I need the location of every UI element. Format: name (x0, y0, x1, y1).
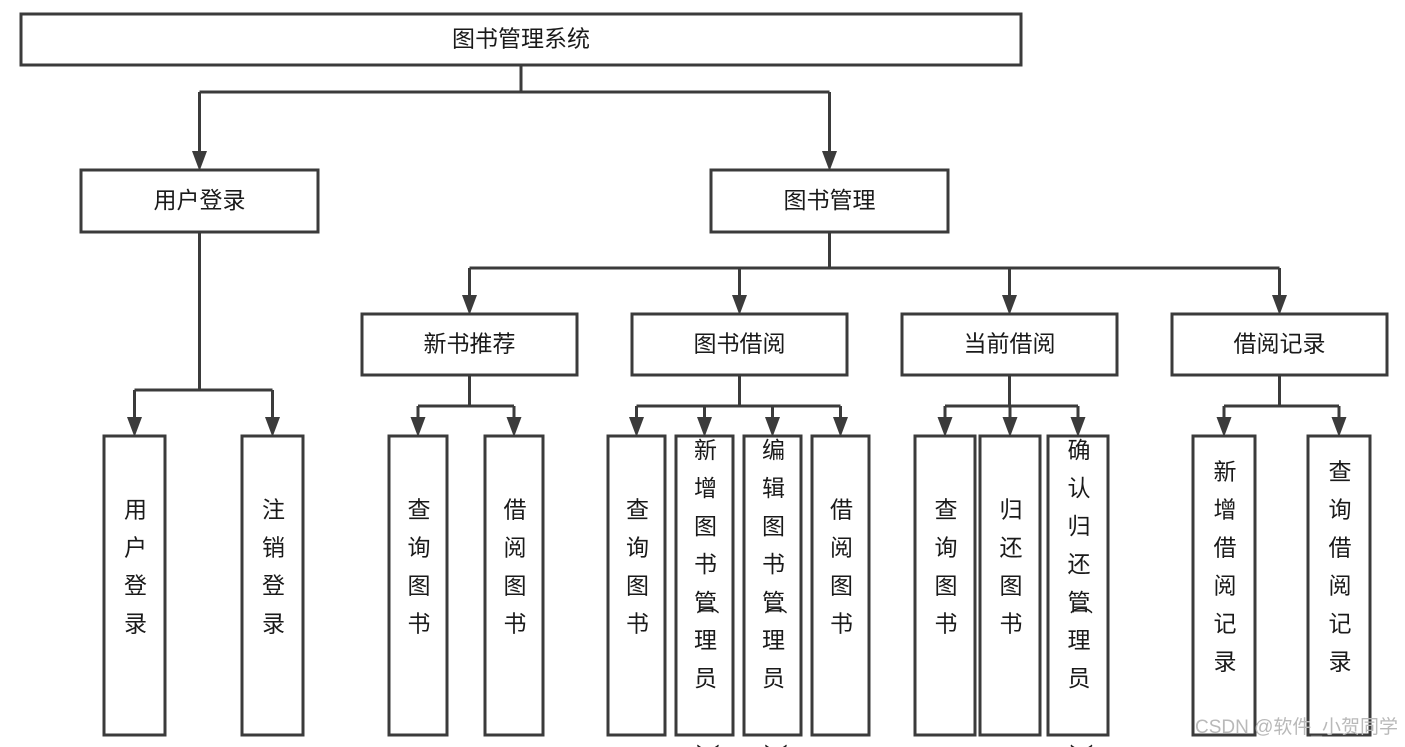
watermark-label: CSDN @软件_小贺同学 (1195, 716, 1398, 738)
node-box-leaf-query-book-b[interactable] (606, 434, 667, 737)
node-leaf-query-book-c[interactable]: 查询图书 (913, 434, 977, 737)
node-label-leaf-add-book: 新增图书管理员 (694, 437, 717, 691)
node-label-new-book-rec: 新书推荐 (424, 331, 516, 357)
node-box-root[interactable] (19, 12, 1023, 67)
connector-layer (127, 65, 1347, 437)
node-label-leaf-query-book-rec: 查询图书 (408, 497, 431, 637)
node-leaf-add-record[interactable]: 新增借阅记录 (1191, 434, 1257, 737)
node-box-leaf-return-book[interactable] (978, 434, 1042, 737)
node-book-borrow[interactable]: 图书借阅 (630, 312, 849, 377)
node-user-login[interactable]: 用户登录 (79, 168, 320, 234)
node-leaf-user-login[interactable]: 用户登录 (102, 434, 167, 737)
node-leaf-query-record[interactable]: 查询借阅记录 (1306, 434, 1372, 737)
node-box-book-borrow[interactable] (630, 312, 849, 377)
node-label-leaf-query-book-b: 查询图书 (626, 497, 649, 637)
node-label-leaf-borrow-book-b: 借阅图书 (830, 497, 853, 637)
node-root[interactable]: 图书管理系统 (19, 12, 1023, 67)
node-box-borrow-record[interactable] (1170, 312, 1389, 377)
node-box-user-login[interactable] (79, 168, 320, 234)
node-book-mgmt[interactable]: 图书管理 (709, 168, 950, 234)
node-leaf-confirm-return[interactable]: 确认归还管理员（ ） (1046, 434, 1110, 747)
node-box-leaf-query-record[interactable] (1306, 434, 1372, 737)
node-box-current-borrow[interactable] (900, 312, 1119, 377)
node-box-new-book-rec[interactable] (360, 312, 579, 377)
node-label-leaf-query-record: 查询借阅记录 (1329, 459, 1352, 675)
node-label-book-borrow: 图书借阅 (694, 331, 786, 357)
node-box-leaf-logout[interactable] (240, 434, 305, 737)
node-borrow-record[interactable]: 借阅记录 (1170, 312, 1389, 377)
node-label-leaf-confirm-return: 确认归还管理员 (1068, 437, 1091, 691)
node-box-leaf-query-book-rec[interactable] (387, 434, 449, 737)
node-label-leaf-add-record: 新增借阅记录 (1214, 459, 1237, 675)
node-box-leaf-confirm-return[interactable] (1046, 434, 1110, 737)
node-label-paren-leaf-edit-book-8: ） (762, 744, 788, 747)
node-leaf-return-book[interactable]: 归还图书 (978, 434, 1042, 737)
node-label-borrow-record: 借阅记录 (1234, 331, 1326, 357)
node-label-leaf-query-book-c: 查询图书 (935, 497, 958, 637)
node-label-leaf-return-book: 归还图书 (1000, 497, 1023, 637)
node-label-paren-leaf-edit-book-4: （ (762, 592, 788, 615)
node-label-paren-leaf-confirm-return-8: ） (1068, 744, 1094, 747)
node-new-book-rec[interactable]: 新书推荐 (360, 312, 579, 377)
node-box-leaf-add-record[interactable] (1191, 434, 1257, 737)
node-leaf-query-book-rec[interactable]: 查询图书 (387, 434, 449, 737)
node-label-leaf-user-login: 用户登录 (124, 497, 147, 637)
node-box-leaf-user-login[interactable] (102, 434, 167, 737)
node-label-root: 图书管理系统 (452, 26, 590, 52)
node-box-book-mgmt[interactable] (709, 168, 950, 234)
node-leaf-query-book-b[interactable]: 查询图书 (606, 434, 667, 737)
node-label-paren-leaf-add-book-4: （ (694, 592, 720, 615)
node-leaf-borrow-book-rec[interactable]: 借阅图书 (483, 434, 545, 737)
node-label-leaf-logout: 注销登录 (262, 497, 285, 637)
node-label-current-borrow: 当前借阅 (964, 331, 1056, 357)
node-label-book-mgmt: 图书管理 (784, 187, 876, 213)
node-label-leaf-edit-book: 编辑图书管理员 (762, 437, 785, 691)
node-leaf-borrow-book-b[interactable]: 借阅图书 (810, 434, 871, 737)
node-layer: 图书管理系统用户登录图书管理新书推荐图书借阅当前借阅借阅记录用户登录注销登录查询… (19, 12, 1389, 747)
node-label-leaf-borrow-book-rec: 借阅图书 (504, 497, 527, 637)
node-box-leaf-edit-book[interactable] (742, 434, 803, 737)
node-leaf-add-book[interactable]: 新增图书管理员（ ） (674, 434, 735, 747)
node-current-borrow[interactable]: 当前借阅 (900, 312, 1119, 377)
node-label-paren-leaf-confirm-return-4: （ (1068, 592, 1094, 615)
node-label-paren-leaf-add-book-8: ） (694, 744, 720, 747)
node-leaf-logout[interactable]: 注销登录 (240, 434, 305, 737)
node-box-leaf-borrow-book-b[interactable] (810, 434, 871, 737)
node-label-user-login: 用户登录 (154, 187, 246, 213)
node-box-leaf-query-book-c[interactable] (913, 434, 977, 737)
node-box-leaf-add-book[interactable] (674, 434, 735, 737)
node-leaf-edit-book[interactable]: 编辑图书管理员（ ） (742, 434, 803, 747)
node-box-leaf-borrow-book-rec[interactable] (483, 434, 545, 737)
